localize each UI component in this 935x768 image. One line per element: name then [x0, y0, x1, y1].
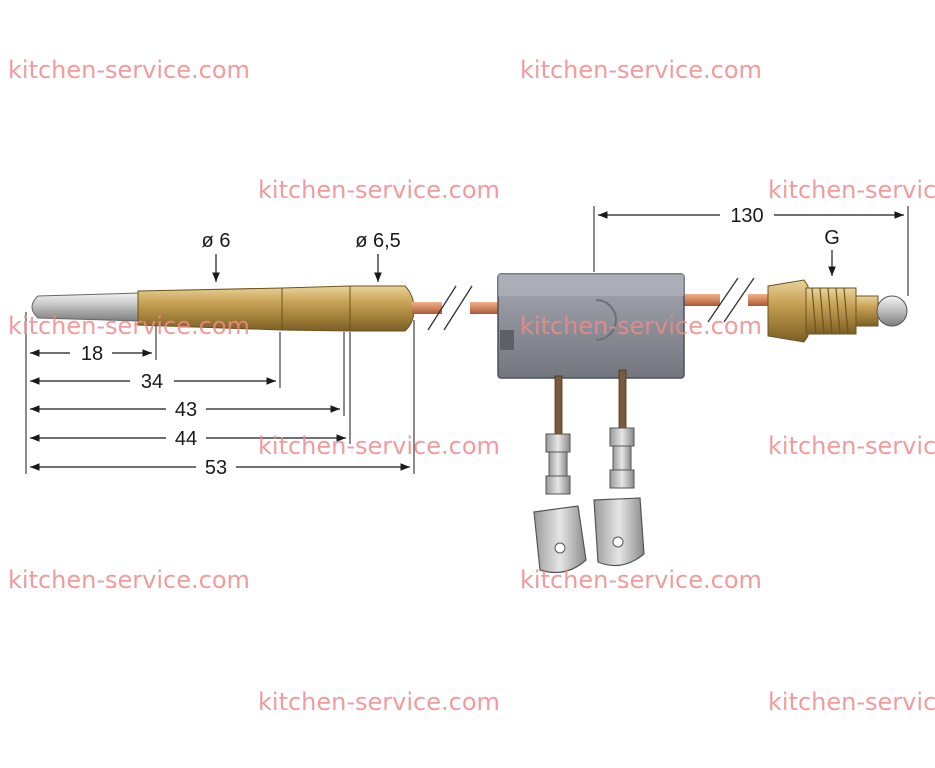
watermark-text: kitchen-service.com	[258, 176, 500, 204]
watermarks: kitchen-service.com kitchen-service.com …	[8, 56, 935, 716]
dim-34: 34	[141, 371, 163, 393]
probe	[31, 285, 415, 332]
watermark-text: kitchen-service.com	[258, 432, 500, 460]
watermark-text: kitchen-service.com	[8, 56, 250, 84]
dim-44: 44	[175, 428, 197, 450]
ball-end	[876, 295, 908, 327]
watermark-text: kitchen-service.com	[520, 56, 762, 84]
interrupter-block	[497, 273, 685, 379]
dim-diameter-6: ø 6	[202, 230, 231, 252]
watermark-text: kitchen-service.com	[8, 312, 250, 340]
watermark-text: kitchen-service.com	[258, 688, 500, 716]
thread	[811, 287, 849, 335]
dim-18: 18	[81, 343, 103, 365]
dim-53: 53	[205, 457, 227, 479]
spade-terminal-left	[533, 433, 587, 573]
terminal-wires	[554, 369, 627, 437]
watermark-text: kitchen-service.com	[520, 312, 762, 340]
dim-diameter-6-5: ø 6,5	[355, 230, 401, 252]
dimension-labels: 18 34 43 44 53 130 ø 6 ø 6,5 G	[81, 205, 840, 479]
dim-thread-g: G	[824, 227, 840, 249]
watermark-text: kitchen-servic	[768, 432, 935, 460]
watermark-text: kitchen-servic	[768, 688, 935, 716]
watermark-text: kitchen-servic	[768, 176, 935, 204]
extension-lines	[25, 206, 909, 474]
watermark-text: kitchen-service.com	[8, 566, 250, 594]
spade-terminal-right	[593, 427, 645, 567]
dim-43: 43	[175, 399, 197, 421]
copper-lead	[412, 277, 778, 331]
dim-130: 130	[730, 205, 763, 227]
probe-tip	[31, 292, 141, 322]
brass-fitting	[767, 279, 908, 343]
watermark-text: kitchen-service.com	[520, 566, 762, 594]
dimension-arrows	[30, 211, 904, 471]
